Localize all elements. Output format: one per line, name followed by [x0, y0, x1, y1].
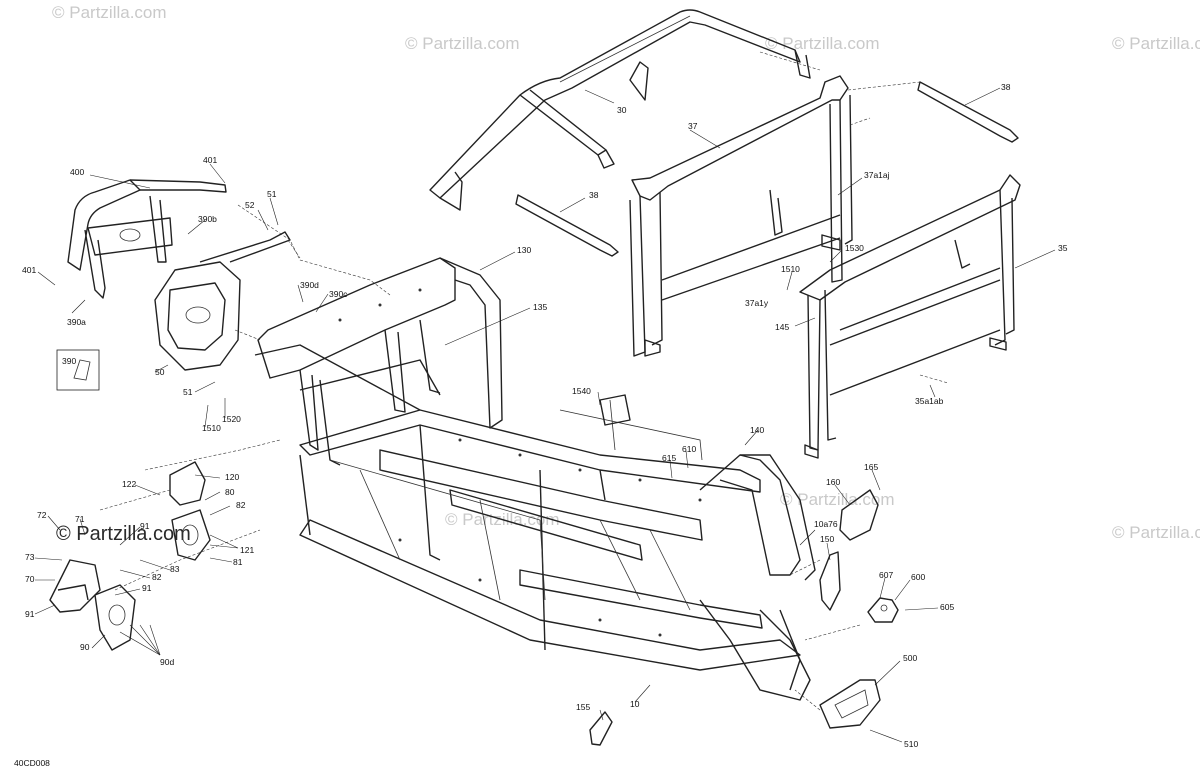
part-label-35: 35 — [1058, 243, 1068, 253]
part-label-73: 73 — [25, 552, 35, 562]
part-label-610: 610 — [682, 444, 696, 454]
part-label-390c: 390c — [329, 289, 348, 299]
part-label-400: 400 — [70, 167, 84, 177]
part-label-140: 140 — [750, 425, 764, 435]
mount-90 — [94, 584, 136, 651]
watermark: © Partzilla.com — [1112, 523, 1200, 542]
engine-mount-120 — [169, 461, 211, 561]
diagram-code: 40CD008 — [14, 758, 50, 768]
part-label-1510: 1510 — [202, 423, 221, 433]
part-label-82: 82 — [236, 500, 246, 510]
watermark-featured: © Partzilla.com — [56, 523, 191, 545]
leader-lines — [34, 87, 1056, 743]
part-label-90d: 90d — [160, 657, 174, 667]
dashed-leaders — [99, 51, 949, 711]
bracket-155 — [589, 711, 613, 746]
part-label-1530: 1530 — [845, 243, 864, 253]
part-label-37a1y: 37a1y — [745, 298, 769, 308]
part-label-121: 121 — [240, 545, 254, 555]
part-label-1540: 1540 — [572, 386, 591, 396]
part-label-135: 135 — [533, 302, 547, 312]
part-label-10: 10 — [630, 699, 640, 709]
part-label-91: 91 — [142, 583, 152, 593]
front-bumper-400 — [67, 179, 227, 299]
rear-cage-35 — [799, 174, 1021, 459]
part-label-401: 401 — [22, 265, 36, 275]
part-label-165: 165 — [864, 462, 878, 472]
part-label-500: 500 — [903, 653, 917, 663]
bar-38-middle — [515, 194, 619, 257]
part-label-1520: 1520 — [222, 414, 241, 424]
part-label-38: 38 — [1001, 82, 1011, 92]
watermark: © Partzilla.com — [405, 34, 520, 53]
part-label-607: 607 — [879, 570, 893, 580]
skid-plate-500 — [819, 679, 881, 729]
watermarks: © Partzilla.com © Partzilla.com © Partzi… — [52, 3, 1200, 545]
part-label-120: 120 — [225, 472, 239, 482]
part-label-155: 155 — [576, 702, 590, 712]
watermark: © Partzilla.com — [780, 490, 895, 509]
bracket-600 — [867, 597, 899, 623]
part-label-80: 80 — [225, 487, 235, 497]
watermark: © Partzilla.com — [52, 3, 167, 22]
rear-cage-37 — [629, 75, 853, 357]
part-label-82: 82 — [152, 572, 162, 582]
part-label-390: 390 — [62, 356, 76, 366]
callout-box-390 — [56, 349, 100, 391]
frame-holes — [338, 288, 702, 637]
part-label-150: 150 — [820, 534, 834, 544]
part-label-401: 401 — [203, 155, 217, 165]
part-label-50: 50 — [155, 367, 165, 377]
part-label-52: 52 — [245, 200, 255, 210]
part-label-38: 38 — [589, 190, 599, 200]
part-label-390b: 390b — [198, 214, 217, 224]
part-label-91: 91 — [140, 521, 150, 531]
part-label-51: 51 — [183, 387, 193, 397]
part-label-390d: 390d — [300, 280, 319, 290]
part-label-145: 145 — [775, 322, 789, 332]
part-label-70: 70 — [25, 574, 35, 584]
part-label-390a: 390a — [67, 317, 86, 327]
roll-cage-front — [429, 9, 811, 211]
main-frame-10 — [254, 257, 816, 701]
part-label-81: 81 — [233, 557, 243, 567]
part-label-37a1aj: 37a1aj — [864, 170, 890, 180]
part-label-72: 72 — [37, 510, 47, 520]
watermark: © Partzilla.com — [765, 34, 880, 53]
part-label-1510: 1510 — [781, 264, 800, 274]
front-bracket-50 — [154, 231, 291, 371]
part-label-35a1ab: 35a1ab — [915, 396, 944, 406]
part-label-90: 90 — [80, 642, 90, 652]
part-label-10a76: 10a76 — [814, 519, 838, 529]
part-label-51: 51 — [267, 189, 277, 199]
part-label-130: 130 — [517, 245, 531, 255]
part-label-160: 160 — [826, 477, 840, 487]
part-label-605: 605 — [940, 602, 954, 612]
plate-150 — [819, 551, 841, 611]
part-label-83: 83 — [170, 564, 180, 574]
mount-70 — [49, 559, 101, 613]
part-label-615: 615 — [662, 453, 676, 463]
part-label-37: 37 — [688, 121, 698, 131]
part-label-91: 91 — [25, 609, 35, 619]
watermark: © Partzilla.com — [1112, 34, 1200, 53]
part-labels: 30 37 38 38 37a1aj 1530 1510 37a1y 35 14… — [14, 82, 1068, 768]
bar-38-top — [917, 81, 1019, 143]
part-label-122: 122 — [122, 479, 136, 489]
part-label-30: 30 — [617, 105, 627, 115]
bracket-160 — [839, 489, 879, 541]
part-label-600: 600 — [911, 572, 925, 582]
part-label-510: 510 — [904, 739, 918, 749]
part-label-71: 71 — [75, 514, 85, 524]
